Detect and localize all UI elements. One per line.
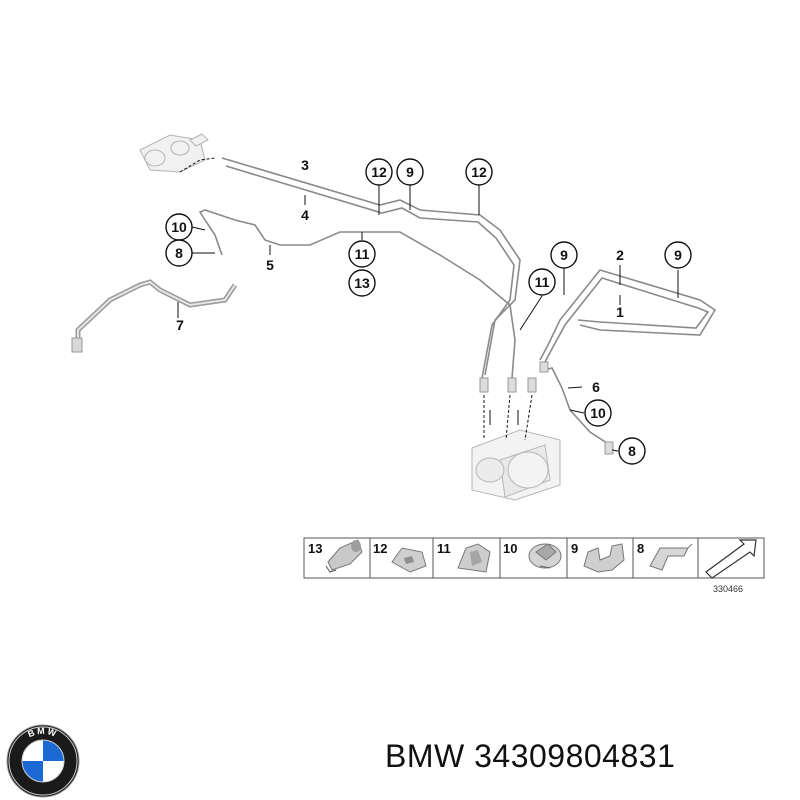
svg-text:11: 11 [437,541,451,556]
clip-11-icon [457,543,491,573]
svg-text:9: 9 [571,541,578,556]
svg-text:10: 10 [171,219,187,235]
legend-cell-9: 9 [571,541,625,573]
legend-cell-13: 13 [308,539,363,573]
svg-text:9: 9 [674,247,682,263]
legend-cell-10: 10 [503,541,562,569]
pipe-5 [198,209,516,379]
callout-13-a: 13 [348,269,376,297]
legend-cell-12: 12 [373,541,427,573]
svg-text:9: 9 [560,247,568,263]
callout-9-c: 9 [664,241,692,269]
svg-text:11: 11 [535,274,550,290]
label-2: 2 [616,247,624,263]
svg-text:11: 11 [355,246,370,262]
bmw-logo-icon: BMW [6,724,80,798]
pipe-1-2 [539,269,717,363]
clip-8-icon [649,543,693,571]
svg-text:BMW: BMW [26,726,59,739]
svg-text:12: 12 [371,164,387,180]
clip-9-icon [583,543,625,573]
callout-12-a: 12 [365,158,393,186]
pipe-3-4 [221,157,521,379]
svg-text:8: 8 [637,541,644,556]
callout-12-b: 12 [465,158,493,186]
parts-legend: 13 12 11 10 [303,537,765,579]
callout-9-a: 9 [396,158,424,186]
svg-text:10: 10 [590,405,606,421]
reference-number: 330466 [713,584,743,594]
abs-fittings [479,361,549,393]
legend-cell-11: 11 [437,541,491,573]
label-1: 1 [616,304,624,320]
callout-10-a: 10 [165,213,193,241]
callout-9-b: 9 [550,241,578,269]
label-4: 4 [301,207,309,223]
svg-text:13: 13 [354,275,370,291]
callout-11-a: 11 [348,240,376,268]
abs-unit [471,429,561,501]
label-5: 5 [266,257,274,273]
legend-arrow-icon [705,539,757,579]
abs-leaders [483,394,533,441]
svg-text:9: 9 [406,164,414,180]
clip-10-icon [528,543,562,569]
callout-10-b: 10 [584,399,612,427]
pipe-6 [544,367,614,455]
brand-part-number: BMW 34309804831 [385,738,676,774]
legend-cell-8: 8 [637,541,693,571]
master-cylinder [139,133,209,173]
pipe-7-hose [71,279,238,353]
callout-8-b: 8 [618,437,646,465]
svg-text:10: 10 [503,541,517,556]
leader-lines [177,185,679,452]
callout-11-b: 11 [528,268,556,296]
clip-13-icon [325,539,363,573]
label-3: 3 [301,157,309,173]
svg-text:8: 8 [628,443,636,459]
label-6: 6 [592,379,600,395]
svg-text:12: 12 [471,164,487,180]
clip-12-icon [391,547,427,573]
label-7: 7 [176,317,184,333]
svg-text:8: 8 [175,245,183,261]
callout-8-a: 8 [165,239,193,267]
svg-text:13: 13 [308,541,322,556]
svg-text:12: 12 [373,541,387,556]
